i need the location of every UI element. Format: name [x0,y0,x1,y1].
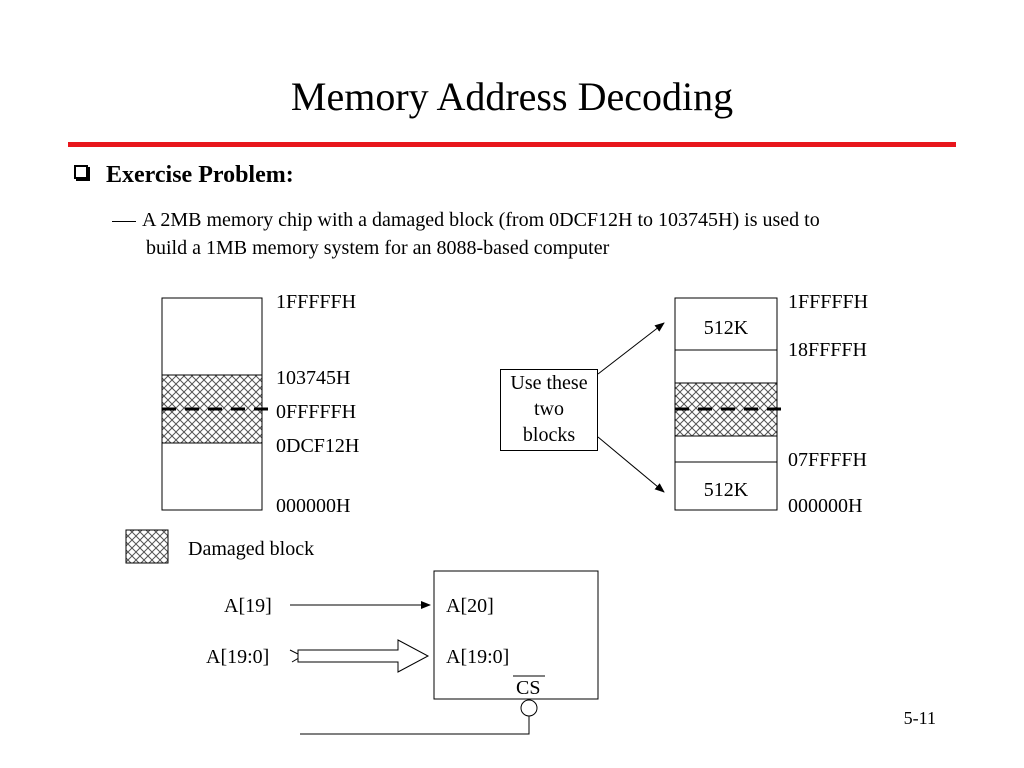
right-address-upper-block-start: 18FFFFH [788,339,867,361]
left-address-bottom: 000000H [276,495,351,517]
decoder-box [433,570,599,700]
callout-line-3: blocks [522,424,576,446]
upper-block-size: 512K [703,317,749,339]
title-divider [68,142,956,147]
left-address-1mb-boundary: 0FFFFFH [276,401,357,423]
bus-arrow-icon [297,639,430,673]
callout-line-1: Use these [510,372,588,394]
damaged-block-legend-swatch [125,529,169,564]
checkbox-bullet-icon [74,165,88,179]
problem-line-2: build a 1MB memory system for an 8088-ba… [146,237,610,259]
left-memory-map [161,297,272,511]
page-number: 5-11 [903,708,936,728]
problem-line-1: A 2MB memory chip with a damaged block (… [142,209,820,231]
use-blocks-callout: Use these two blocks [500,369,598,451]
right-address-lower-block-end: 07FFFFH [788,449,867,471]
page-title: Memory Address Decoding [290,74,734,119]
section-heading: Exercise Problem: [106,162,294,188]
left-address-top: 1FFFFFH [276,291,357,313]
dash-icon [112,220,136,222]
input-a19-0-label: A[19:0] [206,646,270,668]
cs-wire [300,716,530,735]
lower-block-size: 512K [703,479,749,501]
pin-a20-label: A[20] [446,595,494,617]
damaged-block-legend-label: Damaged block [188,538,315,560]
right-address-bottom: 000000H [788,495,863,517]
left-address-damage-end: 103745H [276,367,351,389]
right-address-top: 1FFFFFH [788,291,869,313]
callout-line-2: two [534,398,564,420]
left-address-damage-start: 0DCF12H [276,435,360,457]
right-memory-map [674,297,782,511]
arrow-to-upper-block [597,322,665,375]
problem-statement: A 2MB memory chip with a damaged block (… [112,206,932,262]
arrow-to-lower-block [597,436,665,493]
pin-cs-label: CS [516,677,541,699]
input-a19-label: A[19] [224,595,272,617]
pin-a19-0-label: A[19:0] [446,646,510,668]
decoder-chip [289,570,599,735]
cs-inversion-bubble [520,699,538,717]
